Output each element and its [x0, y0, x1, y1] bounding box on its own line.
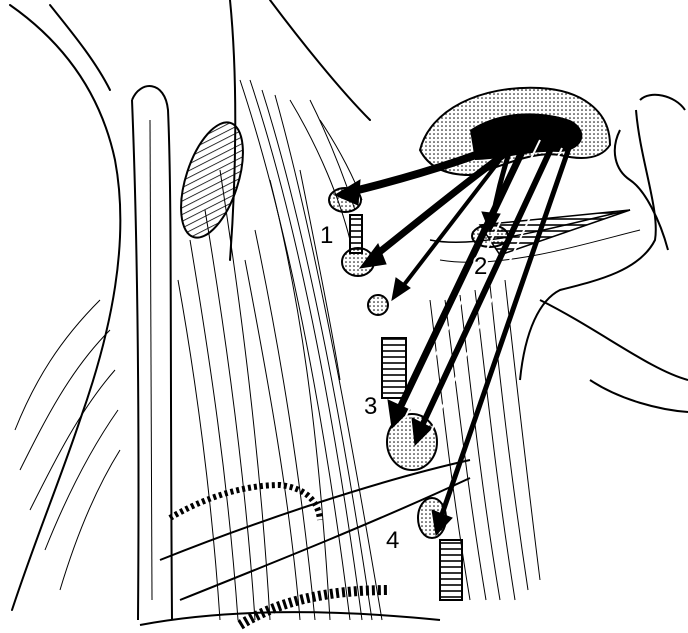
- drainage-arrows: [335, 120, 570, 535]
- lower-structures: [140, 460, 470, 625]
- label-3: 3: [364, 393, 377, 420]
- label-2: 2: [474, 253, 487, 280]
- trachea: [132, 86, 172, 620]
- label-4: 4: [386, 527, 399, 554]
- neck-outline: [10, 0, 370, 610]
- hatched-gland: [169, 115, 256, 245]
- label-1: 1: [320, 222, 333, 249]
